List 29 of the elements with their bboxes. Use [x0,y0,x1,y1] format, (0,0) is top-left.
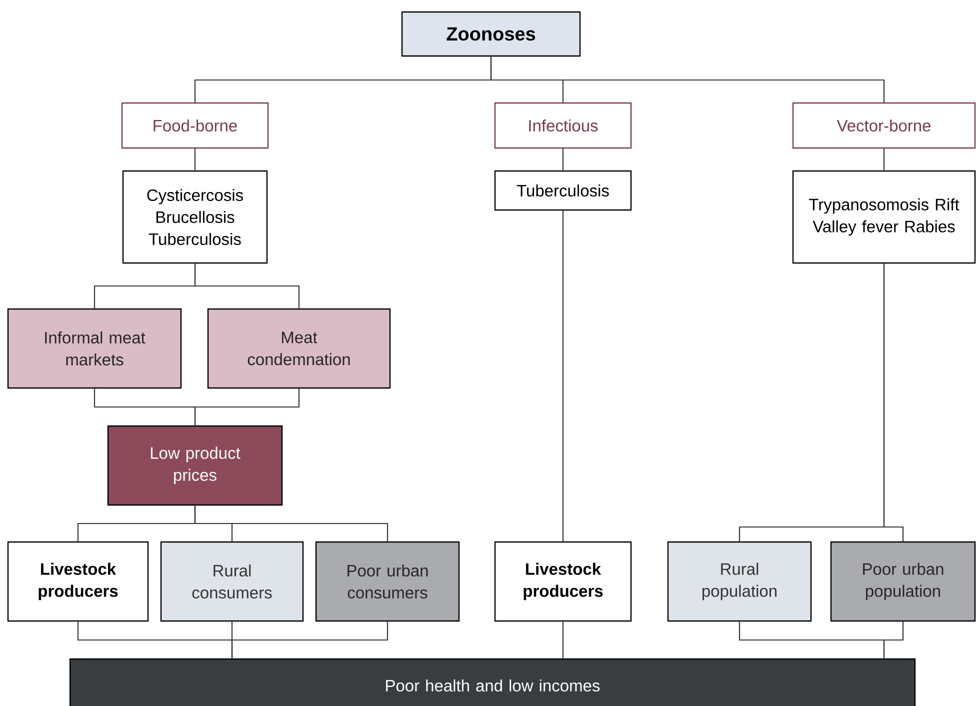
connector [194,148,196,171]
effect-box: Low product prices [107,425,283,506]
group-box: Rural population [667,541,812,622]
outcome-box: Poor health and low incomes [69,658,916,706]
group-box: Poor urban population [830,541,976,622]
connector [562,621,564,659]
connector [562,148,564,171]
effect-box: Informal meat markets [7,308,182,389]
connector [883,263,904,542]
group-box: Livestock producers [494,541,632,622]
connector [883,621,904,659]
connector [490,56,885,103]
disease-box: Cysticercosis Brucellosis Tuberculosis [122,170,268,264]
disease-box: Tuberculosis [494,170,632,211]
disease-box: Trypanosomosis Rift Valley fever Rabies [792,170,976,264]
connector [883,148,885,171]
connector [231,621,388,659]
connector [194,505,388,542]
connector [194,263,300,309]
effect-box: Meat condemnation [207,308,391,389]
category-box: Vector-borne [792,102,976,149]
connector [194,388,300,426]
group-box: Rural consumers [160,541,304,622]
connector [562,210,564,542]
group-box: Livestock producers [7,541,149,622]
category-box: Food-borne [121,102,269,149]
category-box: Infectious [494,102,632,149]
group-box: Poor urban consumers [315,541,460,622]
title-box: Zoonoses [401,11,581,57]
